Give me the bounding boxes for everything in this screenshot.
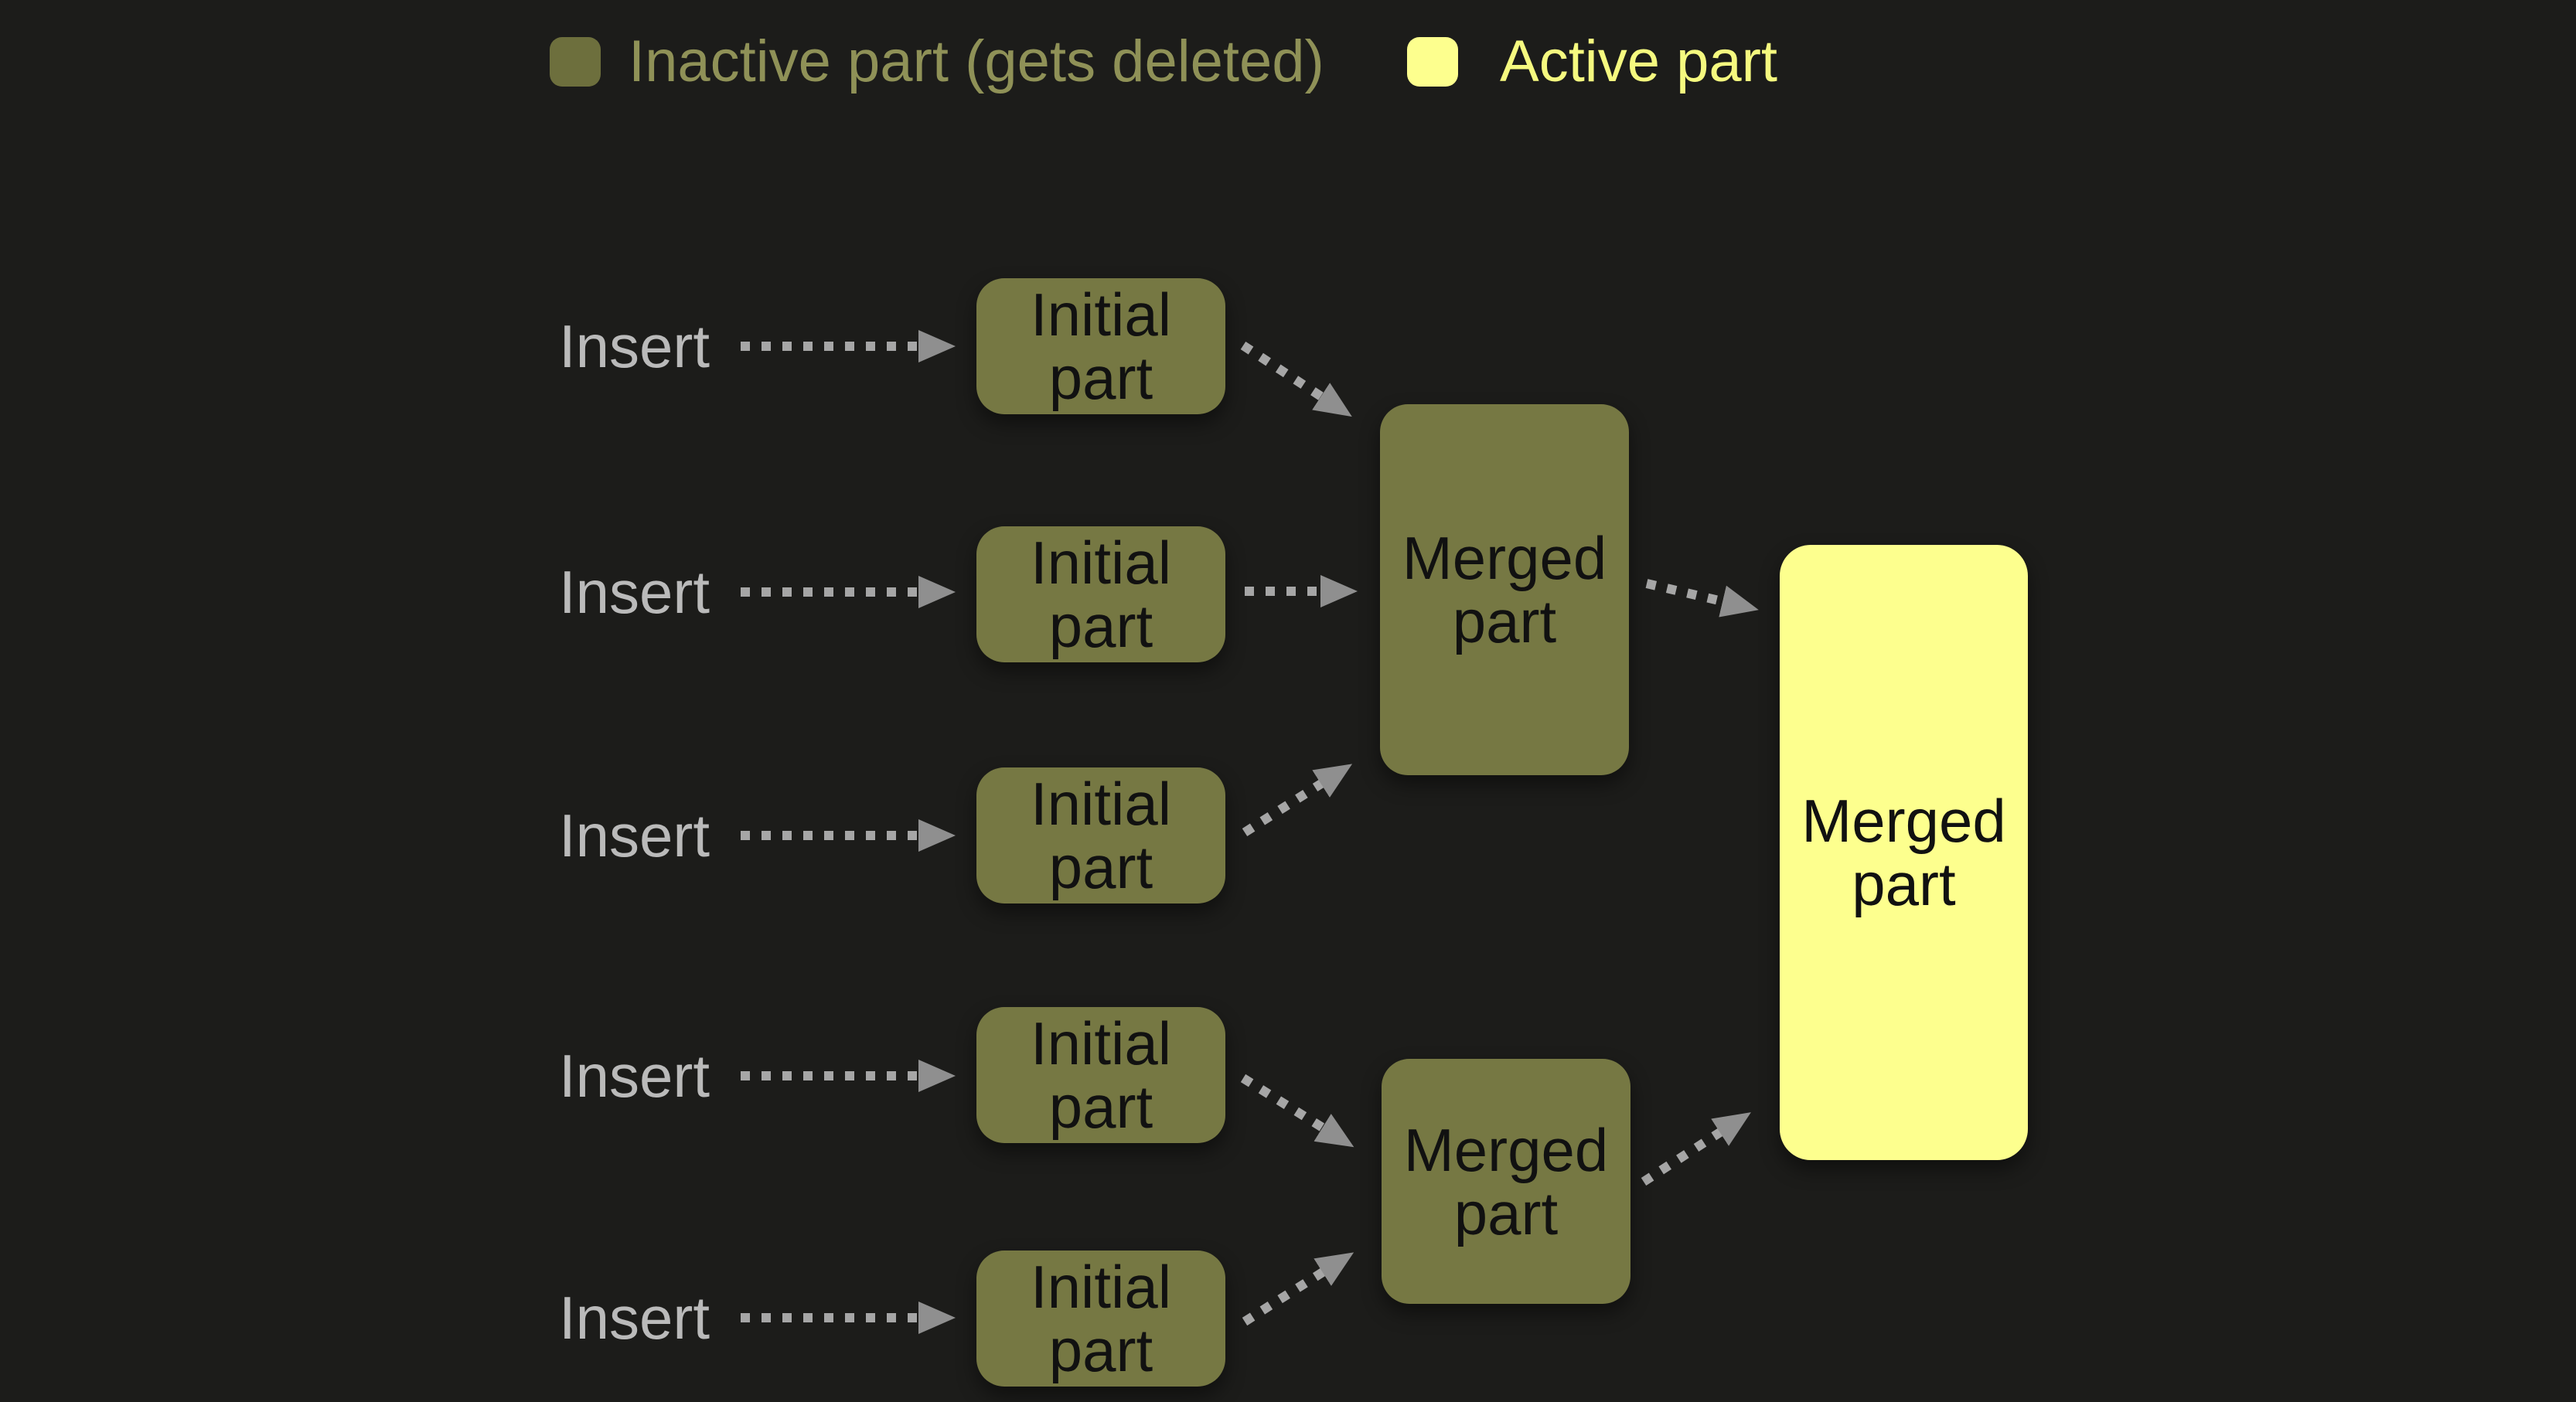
insert-label-4: Insert [559, 1042, 710, 1110]
active-part-swatch [1407, 37, 1458, 87]
final-arrow-1 [1645, 579, 1759, 618]
insert-label-5: Insert [559, 1284, 710, 1352]
merge-arrow-5 [1242, 1252, 1354, 1326]
insert-label-2: Insert [559, 558, 710, 626]
active-merged-part-box: Merged part [1780, 545, 2028, 1160]
inactive-part-swatch [550, 37, 601, 87]
legend-label-inactive: Inactive part (gets deleted) [629, 29, 1324, 94]
insert-label-1: Insert [559, 312, 710, 380]
legend-label-active: Active part [1500, 29, 1778, 94]
initial-part-box-4: Initial part [976, 1007, 1225, 1143]
insert-label-3: Insert [559, 801, 710, 869]
initial-part-box-3: Initial part [976, 767, 1225, 903]
legend-item-active: Active part [1407, 31, 1777, 93]
final-arrow-2 [1641, 1112, 1751, 1186]
merged-part-box-top: Merged part [1380, 404, 1629, 775]
merge-arrow-1 [1240, 341, 1352, 417]
legend-item-inactive: Inactive part (gets deleted) [550, 31, 1324, 93]
merge-arrow-4 [1240, 1074, 1354, 1148]
merge-arrow-3 [1242, 764, 1353, 837]
initial-part-box-5: Initial part [976, 1251, 1225, 1387]
initial-part-box-1: Initial part [976, 278, 1225, 414]
initial-part-box-2: Initial part [976, 526, 1225, 662]
merged-part-box-bottom: Merged part [1382, 1059, 1630, 1304]
